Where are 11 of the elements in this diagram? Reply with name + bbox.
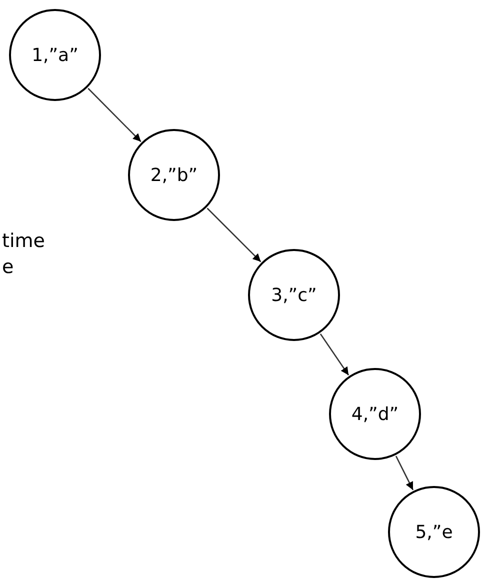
node-label: 5,”e	[415, 522, 453, 542]
text-label: time	[2, 230, 45, 252]
node-label: 1,”a”	[32, 44, 78, 66]
node-label: 2,”b”	[150, 164, 198, 186]
text-label: e	[2, 256, 14, 278]
arrow	[320, 333, 350, 376]
arrow	[206, 208, 262, 262]
node-label: 4,”d”	[351, 404, 399, 424]
node-label: 3,”c”	[271, 284, 317, 306]
arrow	[395, 456, 414, 490]
arrow	[88, 88, 142, 142]
